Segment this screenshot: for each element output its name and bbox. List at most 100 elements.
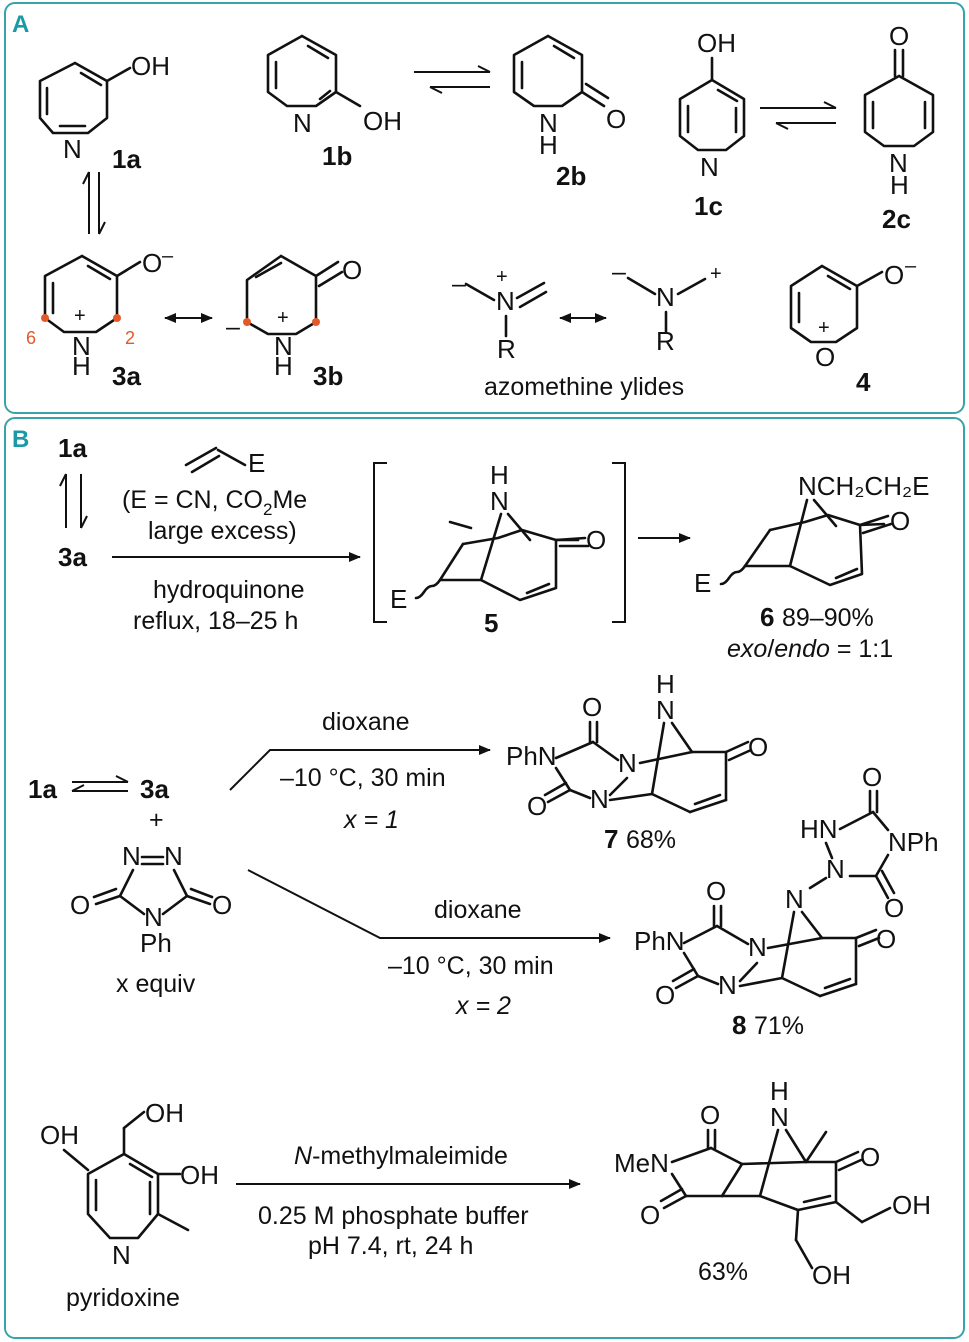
svg-text:OH: OH xyxy=(363,106,402,136)
panel-b-frame xyxy=(4,417,965,1339)
svg-text:O: O xyxy=(142,248,162,278)
svg-text:O: O xyxy=(890,506,910,536)
svg-text:N: N xyxy=(718,970,737,1000)
svg-text:+: + xyxy=(710,263,722,285)
svg-text:OH: OH xyxy=(145,1098,184,1128)
svg-text:O: O xyxy=(700,1100,720,1130)
label-2b: 2b xyxy=(556,161,586,191)
reaction-1: 1a 3a E (E = CN, CO2Me large excess) hyd… xyxy=(58,433,929,663)
r1-reactant-1a: 1a xyxy=(58,433,87,463)
svg-text:OH: OH xyxy=(131,51,170,81)
svg-text:OH: OH xyxy=(697,28,736,58)
label-3b: 3b xyxy=(313,361,343,391)
svg-text:O: O xyxy=(70,890,90,920)
svg-text:O: O xyxy=(862,762,882,792)
structure-ptad: N N O O N Ph xyxy=(70,841,232,958)
svg-text:OH: OH xyxy=(892,1190,931,1220)
product-8-yield: 71% xyxy=(754,1012,804,1040)
svg-text:OH: OH xyxy=(40,1120,79,1150)
svg-text:O: O xyxy=(876,924,896,954)
svg-text:N: N xyxy=(539,108,558,138)
svg-text:O: O xyxy=(527,791,547,821)
svg-text:O: O xyxy=(706,876,726,906)
svg-text:PhN: PhN xyxy=(506,741,557,771)
svg-text:O: O xyxy=(586,525,606,555)
label-4: 4 xyxy=(856,367,871,397)
svg-text:N: N xyxy=(274,331,293,361)
svg-text:N: N xyxy=(656,282,675,312)
svg-text:H: H xyxy=(890,170,909,200)
structure-7: O PhN O N N H N O xyxy=(506,669,768,854)
reaction-3: OH OH OH N pyridoxine N-methylmaleimide … xyxy=(40,1076,931,1312)
r1-conditions-line2: reflux, 18–25 h xyxy=(133,607,298,635)
svg-text:N: N xyxy=(112,1240,131,1270)
svg-text:N: N xyxy=(618,748,637,778)
svg-text:O: O xyxy=(640,1200,660,1230)
svg-text:+: + xyxy=(818,317,830,339)
equilibrium-1b-2b xyxy=(414,65,491,94)
structure-8: O HN NPh O N O PhN O xyxy=(634,762,939,1040)
label-5: 5 xyxy=(484,608,498,638)
exo-endo-ratio: exo/endo = 1:1 xyxy=(727,635,893,663)
r2-top-arrow xyxy=(229,745,491,791)
product-7-yield: 68% xyxy=(626,826,676,854)
svg-text:N: N xyxy=(490,486,509,516)
svg-text:N: N xyxy=(72,331,91,361)
equilibrium-1a-3a xyxy=(82,171,106,235)
r1-conditions-line1: hydroquinone xyxy=(153,576,305,604)
label-1a: 1a xyxy=(112,144,141,174)
svg-text:H: H xyxy=(490,460,509,490)
svg-text:R: R xyxy=(656,326,675,356)
svg-text:E: E xyxy=(390,584,407,614)
r2-top-solvent: dioxane xyxy=(322,708,410,736)
svg-text:–: – xyxy=(905,255,917,277)
product-6-yield: 89–90% xyxy=(782,604,874,632)
svg-text:H: H xyxy=(656,669,675,699)
structure-4: O – + O 4 xyxy=(789,255,917,397)
position-6: 6 xyxy=(26,328,36,348)
svg-text:N: N xyxy=(293,108,312,138)
r2-top-x: x = 1 xyxy=(343,806,399,834)
structure-1b: N OH 1b xyxy=(266,34,402,171)
r2-bottom-solvent: dioxane xyxy=(434,896,522,924)
svg-text:O: O xyxy=(884,893,904,923)
svg-text:OH: OH xyxy=(812,1260,851,1290)
svg-text:N: N xyxy=(122,841,141,871)
svg-text:O: O xyxy=(606,104,626,134)
panel-b-letter: B xyxy=(12,426,29,453)
r2-bottom-x: x = 2 xyxy=(455,992,511,1020)
r2-plus: + xyxy=(149,806,164,834)
svg-text:O: O xyxy=(655,980,675,1010)
svg-text:N: N xyxy=(889,148,908,178)
r2-left-3a: 3a xyxy=(140,774,169,804)
r2-equiv: x equiv xyxy=(116,970,196,998)
svg-text:H: H xyxy=(72,351,91,381)
azomethine-ylides-caption: azomethine ylides xyxy=(484,373,684,401)
svg-text:N: N xyxy=(656,695,675,725)
svg-text:PhN: PhN xyxy=(634,926,685,956)
azomethine-ylide-structures: – + N R – N + R azomethine ylides xyxy=(452,258,722,401)
structure-1c: OH N 1c xyxy=(678,28,746,221)
label-1b: 1b xyxy=(322,141,352,171)
label-8: 8 xyxy=(732,1010,746,1040)
label-1c: 1c xyxy=(694,191,723,221)
structure-r3-product: O MeN O H N O xyxy=(614,1076,931,1290)
product-6-substituent: NCH₂CH₂E xyxy=(798,471,929,501)
svg-text:+: + xyxy=(496,266,508,288)
svg-text:MeN: MeN xyxy=(614,1148,669,1178)
label-2c: 2c xyxy=(882,204,911,234)
svg-text:H: H xyxy=(274,351,293,381)
structure-3b: O – + N H 3b xyxy=(226,254,362,391)
label-7: 7 xyxy=(604,824,618,854)
svg-text:E: E xyxy=(248,448,265,478)
r3-conditions-line2: pH 7.4, rt, 24 h xyxy=(308,1232,473,1260)
r3-reagent: N-methylmaleimide xyxy=(294,1142,508,1170)
label-6: 6 xyxy=(760,602,774,632)
r3-conditions-line1: 0.25 M phosphate buffer xyxy=(258,1202,529,1230)
svg-text:N: N xyxy=(63,134,82,164)
structure-pyridoxine: OH OH OH N pyridoxine xyxy=(40,1098,219,1312)
svg-text:–: – xyxy=(226,313,240,341)
svg-text:O: O xyxy=(889,21,909,51)
svg-text:HN: HN xyxy=(800,814,838,844)
